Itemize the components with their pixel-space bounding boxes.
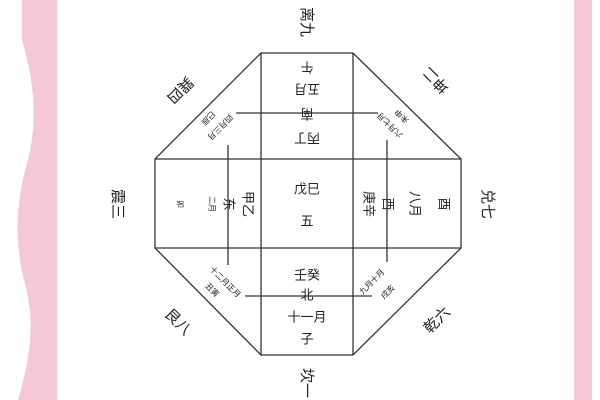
trigram-northwest: 乾六	[420, 303, 454, 337]
north-month: 十一月	[287, 311, 326, 326]
trigram-east: 震三	[109, 189, 127, 219]
northeast-branches: 丑寅	[203, 280, 221, 298]
northwest-branches: 戌亥	[378, 282, 396, 300]
east-month: 二月	[208, 196, 217, 212]
west-direction: 西	[380, 197, 395, 210]
north-direction: 北	[300, 289, 313, 304]
trigram-northeast: 艮八	[161, 305, 195, 339]
west-stems: 庚辛	[361, 191, 377, 217]
south-branch: 午	[300, 59, 313, 74]
trigram-west: 兑七	[479, 189, 497, 219]
center-stems: 戊巳	[294, 183, 320, 198]
north-branch: 子	[300, 333, 313, 348]
west-branch: 酉	[436, 197, 451, 210]
trigram-north: 坎一	[298, 368, 316, 398]
octagon-grid	[154, 52, 462, 356]
trigram-southeast: 巽四	[163, 73, 197, 107]
south-stems: 丙丁	[294, 130, 320, 145]
south-direction: 南	[300, 106, 313, 122]
east-branch: 卯	[176, 200, 185, 208]
east-direction: 东	[221, 197, 236, 210]
west-month: 八月	[407, 191, 422, 217]
center-number: 五	[300, 215, 313, 230]
left-pink-border	[17, 0, 57, 400]
right-pink-border	[574, 0, 592, 400]
north-stems: 壬癸	[294, 269, 320, 284]
trigram-southwest: 坤二	[419, 63, 453, 97]
trigram-south: 离九	[298, 7, 316, 37]
east-stems: 甲乙	[240, 191, 255, 217]
south-month: 五月	[294, 81, 320, 96]
southwest-branches: 未申	[392, 107, 410, 125]
